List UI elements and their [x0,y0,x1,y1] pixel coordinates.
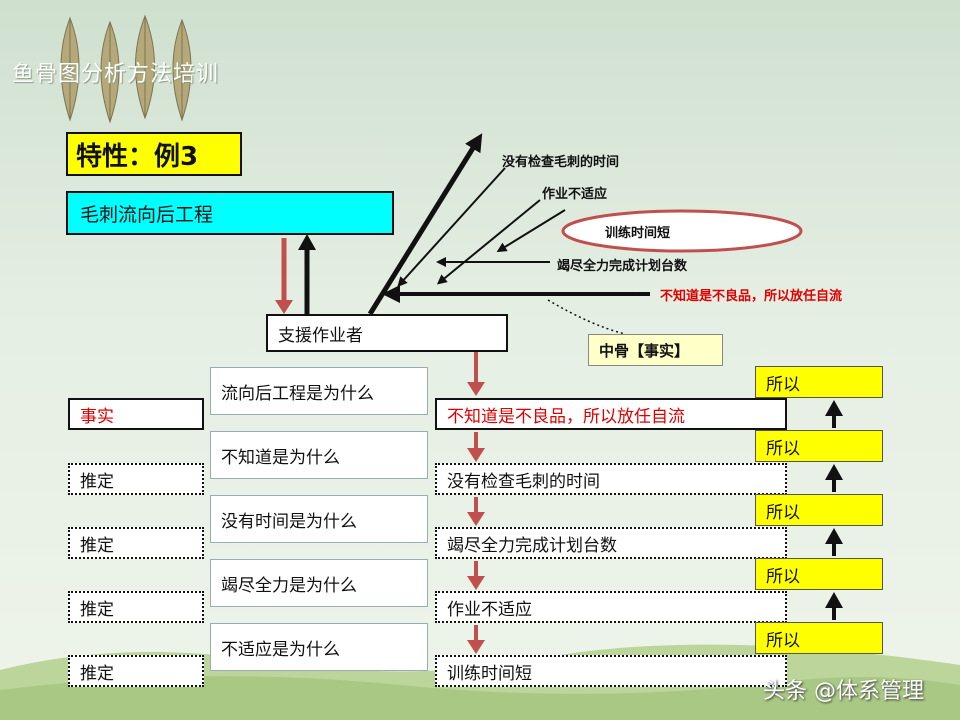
answer-5: 训练时间短 [435,655,787,687]
bone-label-not-adapted: 作业不适应 [542,187,608,202]
leaves-decoration [60,14,192,124]
why-question-4: 竭尽全力是为什么 [210,559,428,607]
bone-label-full-effort: 竭尽全力完成计划台数 [557,259,688,274]
why-question-3: 没有时间是为什么 [210,495,428,543]
mid-bone-tag: 中骨【事实】 [588,334,723,366]
example-label: 特性：例3 [66,132,242,176]
why-question-1: 流向后工程是为什么 [210,367,428,415]
therefore-box-5: 所以 [755,622,883,654]
answer-4: 作业不适应 [435,591,787,623]
answer-3: 竭尽全力完成计划台数 [435,527,787,559]
actor-box: 支援作业者 [266,314,508,352]
bone-label-no-check-time: 没有检查毛刺的时间 [502,155,620,170]
presume-label-4: 推定 [68,655,204,687]
why-question-2: 不知道是为什么 [210,431,428,479]
answer-2: 没有检查毛刺的时间 [435,463,787,495]
page-title: 鱼骨图分析方法培训 [12,62,220,87]
therefore-box-1: 所以 [755,366,883,398]
bone-label-training-short: 训练时间短 [605,226,671,241]
presume-label-2: 推定 [68,527,204,559]
why-question-5: 不适应是为什么 [210,623,428,671]
answer-1: 不知道是不良品，所以放任自流 [435,398,787,430]
therefore-box-3: 所以 [755,494,883,526]
effect-box: 毛刺流向后工程 [66,191,394,235]
fact-label: 事实 [68,398,204,430]
watermark: 头条 @体系管理 [763,679,924,704]
presume-label-1: 推定 [68,463,204,495]
therefore-box-2: 所以 [755,430,883,462]
presume-label-3: 推定 [68,591,204,623]
bone-label-not-known-defect: 不知道是不良品，所以放任自流 [660,289,843,304]
highlight-oval [561,209,803,253]
therefore-box-4: 所以 [755,558,883,590]
